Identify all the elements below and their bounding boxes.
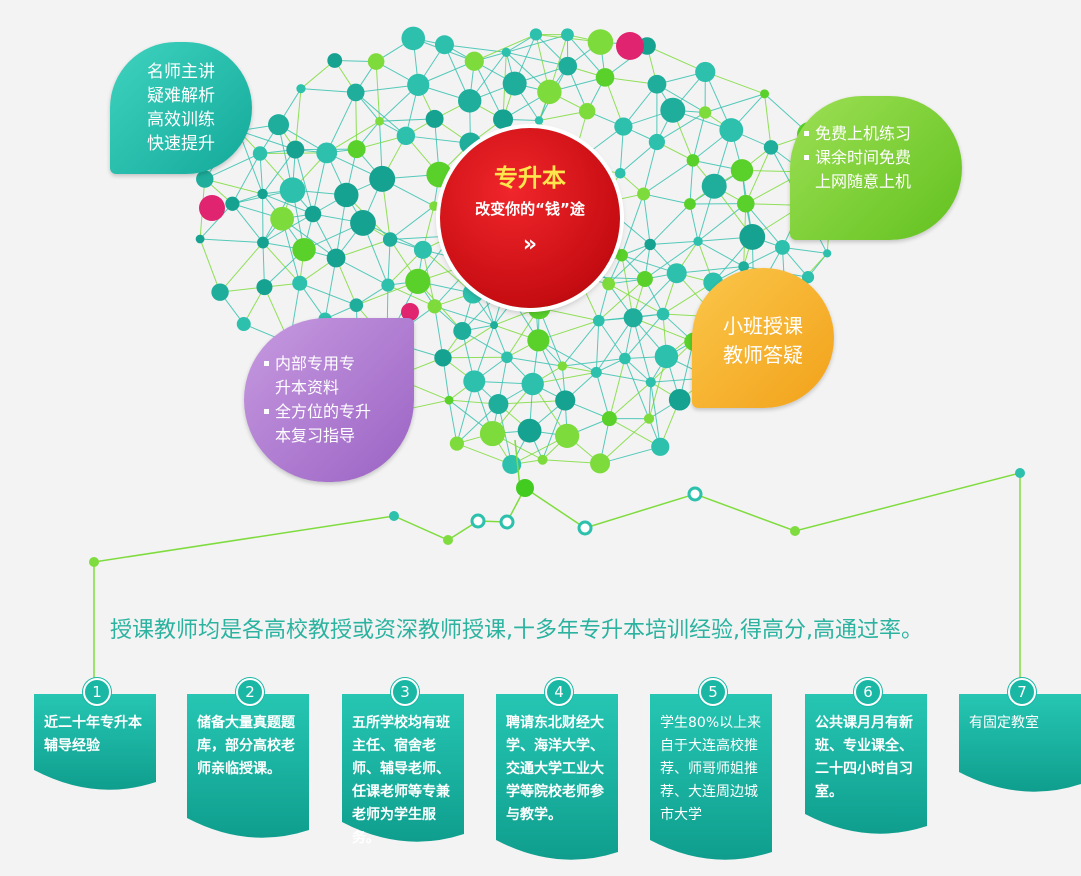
bullet-item: 课余时间免费: [804, 146, 911, 170]
card-background: [342, 694, 464, 842]
bubble-line: 内部专用专: [275, 354, 356, 373]
bullet-icon: [264, 361, 269, 366]
bubble-line: 免费上机练习: [815, 124, 912, 143]
bullet-icon: [804, 131, 809, 136]
card-number: 6: [854, 678, 882, 706]
bullet-item: 全方位的专升: [264, 400, 371, 424]
bubble-materials: 内部专用专 升本资料 全方位的专升 本复习指导: [244, 318, 414, 482]
accent-node: [616, 32, 644, 60]
bubble-teachers: 名师主讲 疑难解析 高效训练 快速提升: [110, 42, 252, 174]
card-text: 有固定教室: [969, 715, 1039, 731]
feature-card: 6 公共课月月有新班、专业课全、二十四小时自习室。: [805, 678, 927, 850]
bubble-line: 全方位的专升: [275, 402, 372, 421]
card-text: 储备大量真题题库，部分高校老师亲临授课。: [197, 715, 295, 777]
card-text: 公共课月月有新班、专业课全、二十四小时自习室。: [815, 715, 913, 800]
headline: 授课教师均是各高校教授或资深教师授课,十多年专升本培训经验,得高分,高通过率。: [110, 618, 923, 643]
bubble-line: 名师主讲: [147, 62, 215, 82]
accent-node: [199, 195, 225, 221]
bubble-line: 课余时间免费: [815, 148, 912, 167]
card-background: [959, 694, 1081, 792]
card-text: 学生80%以上来自于大连高校推荐、师哥师姐推荐、大连周边城市大学: [660, 715, 762, 823]
feature-card: 4 聘请东北财经大学、海洋大学、交通大学工业大学等院校老师参与教学。: [496, 678, 618, 876]
card-number: 1: [83, 678, 111, 706]
card-background: [187, 694, 309, 838]
center-title: 专升本: [494, 164, 566, 192]
bullet-item: 内部专用专: [264, 352, 371, 376]
feature-card: 3 五所学校均有班主任、宿舍老师、辅导老师、任课老师等专兼老师为学生服务。: [342, 678, 464, 858]
card-number: 3: [391, 678, 419, 706]
card-number: 5: [699, 678, 727, 706]
bullet-icon: [804, 155, 809, 160]
bullet-item: 免费上机练习: [804, 122, 911, 146]
timeline-line: [89, 439, 1025, 690]
card-number: 2: [236, 678, 264, 706]
bubble-small-class: 小班授课 教师答疑: [692, 268, 834, 408]
card-text: 近二十年专升本辅导经验: [44, 715, 142, 754]
feature-card: 2 储备大量真题题库，部分高校老师亲临授课。: [187, 678, 309, 854]
bubble-line: 高效训练: [147, 110, 215, 130]
card-background: [496, 694, 618, 860]
bubble-line: 教师答疑: [723, 343, 803, 367]
center-subtitle: 改变你的“钱”途: [475, 200, 585, 218]
feature-card: 7 有固定教室: [959, 678, 1081, 808]
feature-card: 5 学生80%以上来自于大连高校推荐、师哥师姐推荐、大连周边城市大学: [650, 678, 772, 876]
card-text: 五所学校均有班主任、宿舍老师、辅导老师、任课老师等专兼老师为学生服务。: [352, 715, 450, 846]
double-chevron-right-icon[interactable]: »: [522, 232, 538, 257]
bubble-line: 升本资料: [275, 378, 340, 397]
card-number: 7: [1008, 678, 1036, 706]
bubble-line: 小班授课: [723, 314, 803, 338]
card-background: [805, 694, 927, 834]
feature-card: 1 近二十年专升本辅导经验: [34, 678, 156, 806]
center-badge[interactable]: 专升本 改变你的“钱”途 »: [440, 128, 620, 308]
accent-node: [401, 303, 419, 321]
bubble-computer-practice: 免费上机练习 课余时间免费 上网随意上机: [790, 96, 962, 240]
bubble-line: 上网随意上机: [815, 172, 912, 191]
bubble-line: 快速提升: [147, 134, 215, 154]
card-number: 4: [545, 678, 573, 706]
bubble-line: 疑难解析: [147, 86, 215, 106]
card-text: 聘请东北财经大学、海洋大学、交通大学工业大学等院校老师参与教学。: [506, 715, 604, 823]
bubble-line: 本复习指导: [275, 426, 356, 445]
card-background: [34, 694, 156, 790]
card-background: [650, 694, 772, 860]
bullet-icon: [264, 409, 269, 414]
